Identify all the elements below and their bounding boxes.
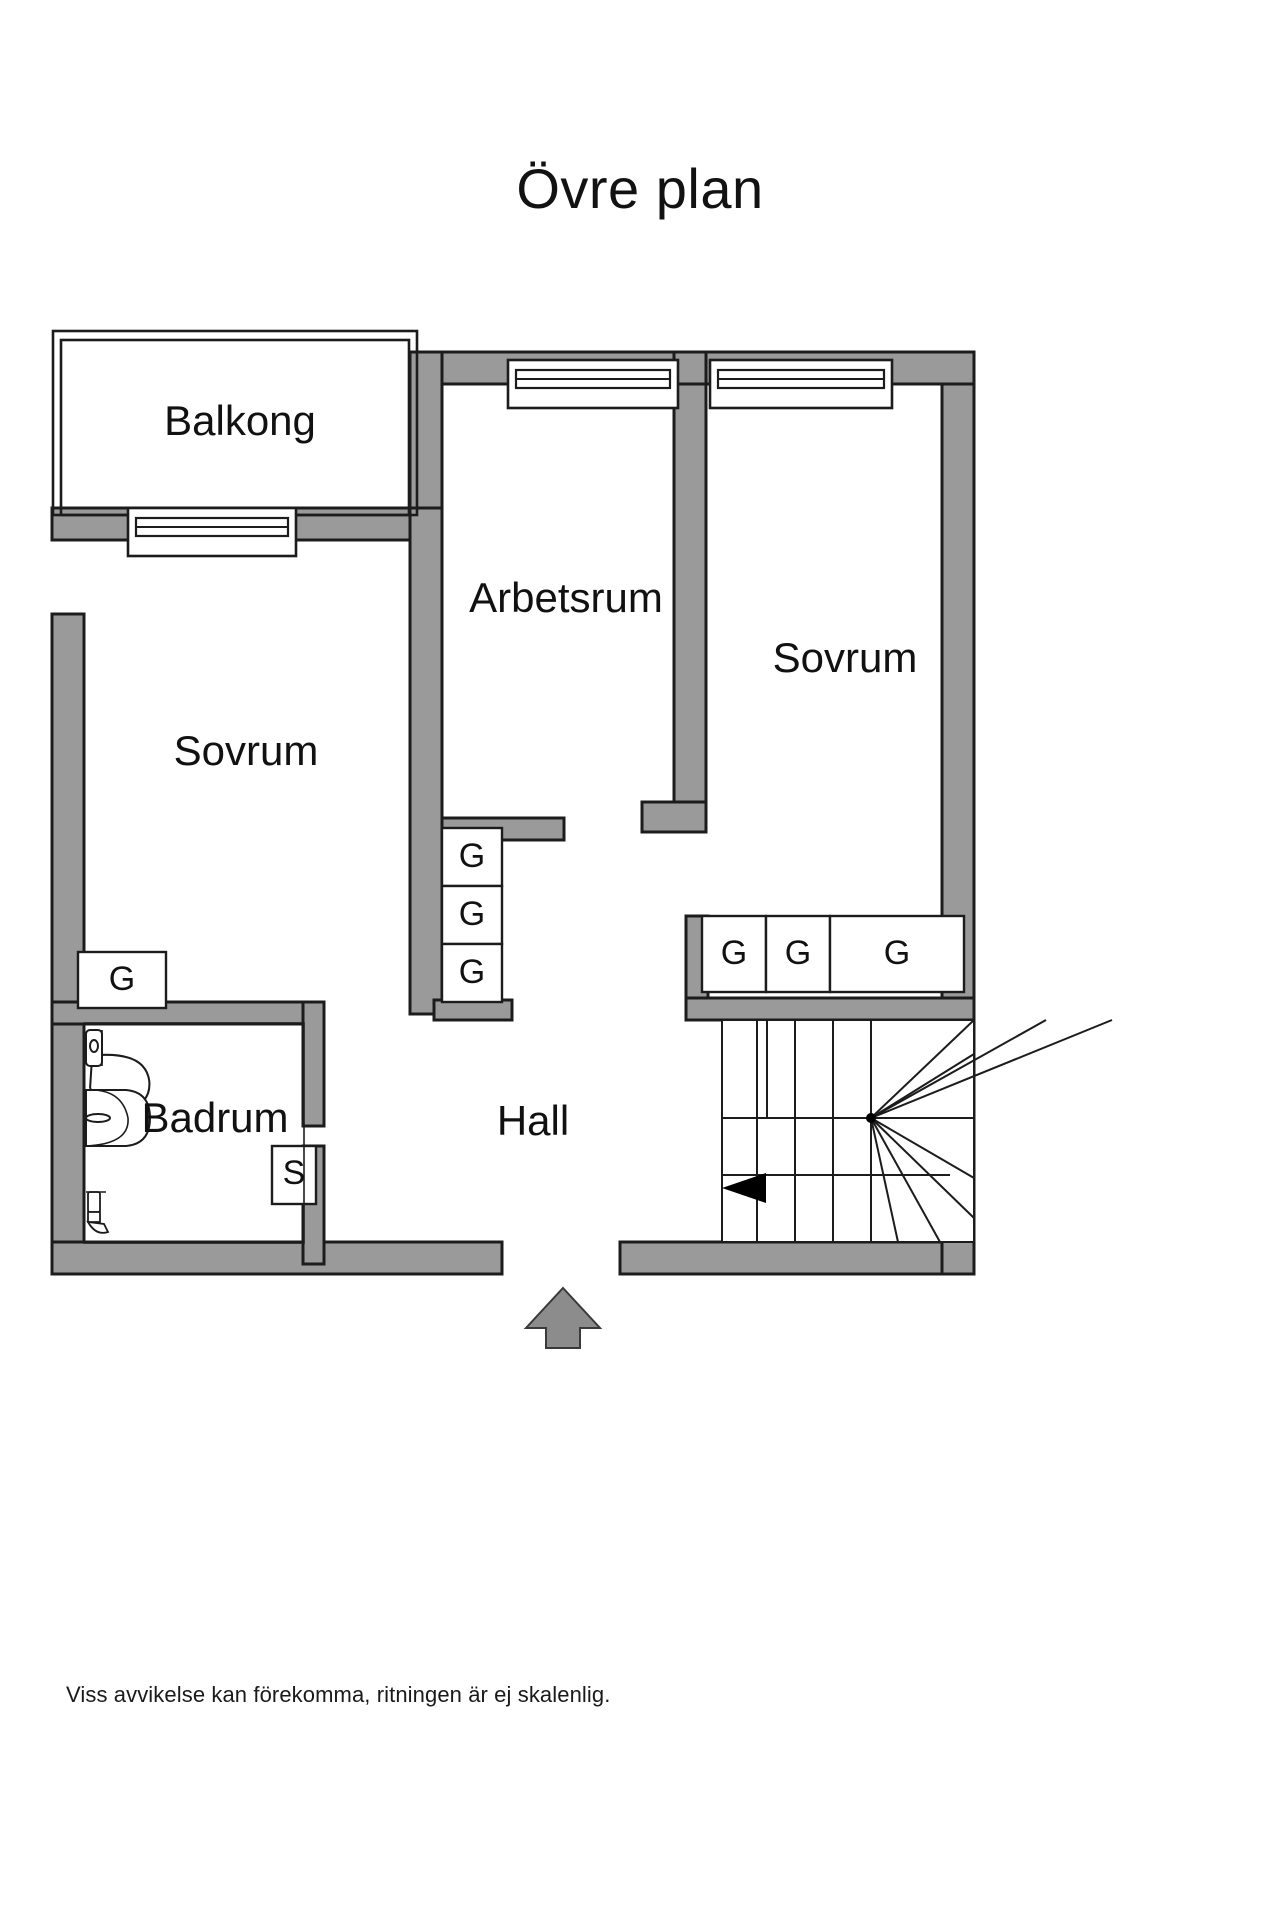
sink-icon [85, 1089, 152, 1147]
closet-box-mid-2[interactable] [440, 884, 504, 946]
closet-label-bath: G [109, 960, 135, 998]
stair-winders [870, 1019, 1113, 1243]
wall-sovrum-west-right [408, 506, 444, 1016]
closet-group [76, 826, 966, 1206]
storage-box-s[interactable] [270, 1144, 318, 1206]
room-label-arbetsrum: Arbetsrum [469, 574, 663, 621]
floor-drain-icon [86, 1191, 110, 1234]
closet-box-stair-3[interactable] [828, 914, 966, 994]
wall-stair-closet-bottom [684, 996, 976, 1022]
room-label-hall: Hall [497, 1097, 569, 1144]
room-label-badrum: Badrum [141, 1094, 288, 1141]
wall-stub-sovrum-door [640, 800, 708, 834]
stair-outline [721, 1019, 975, 1243]
closet-label-mid-2: G [459, 895, 485, 933]
disclaimer-text: Viss avvikelse kan förekomma, ritningen … [66, 1682, 611, 1707]
wall-exterior-bottom-right [618, 1240, 976, 1276]
room-label-sovrum-northeast: Sovrum [773, 634, 918, 681]
staircase [721, 1019, 1113, 1243]
page-title: Övre plan [516, 157, 764, 220]
closet-label-stair-3: G [884, 934, 910, 972]
wall-exterior-bottom-left [50, 1240, 504, 1276]
window-sovrum [708, 358, 894, 410]
wall-badrum-right-upper [301, 1000, 326, 1128]
closet-label-stair-2: G [785, 934, 811, 972]
closet-box-mid-3[interactable] [440, 942, 504, 1004]
entry-arrow-icon [523, 1286, 603, 1349]
closet-box-mid-1[interactable] [440, 826, 504, 888]
closet-label-mid-3: G [459, 953, 485, 991]
storage-label-s: S [283, 1154, 306, 1192]
window-arbetsrum [506, 358, 680, 410]
stair-direction-arrow [722, 1173, 766, 1203]
window-balcony-door [126, 506, 298, 558]
wall-arbetsrum-sovrum [672, 382, 708, 834]
closet-label-stair-1: G [721, 934, 747, 972]
closet-box-bath[interactable] [76, 950, 168, 1010]
wall-exterior-left [50, 612, 86, 1276]
room-label-sovrum-west: Sovrum [174, 727, 319, 774]
badrum-inner-outline [83, 1022, 305, 1244]
room-label-balkong: Balkong [164, 397, 316, 444]
closet-box-stair-2[interactable] [764, 914, 832, 994]
closet-label-mid-1: G [459, 837, 485, 875]
